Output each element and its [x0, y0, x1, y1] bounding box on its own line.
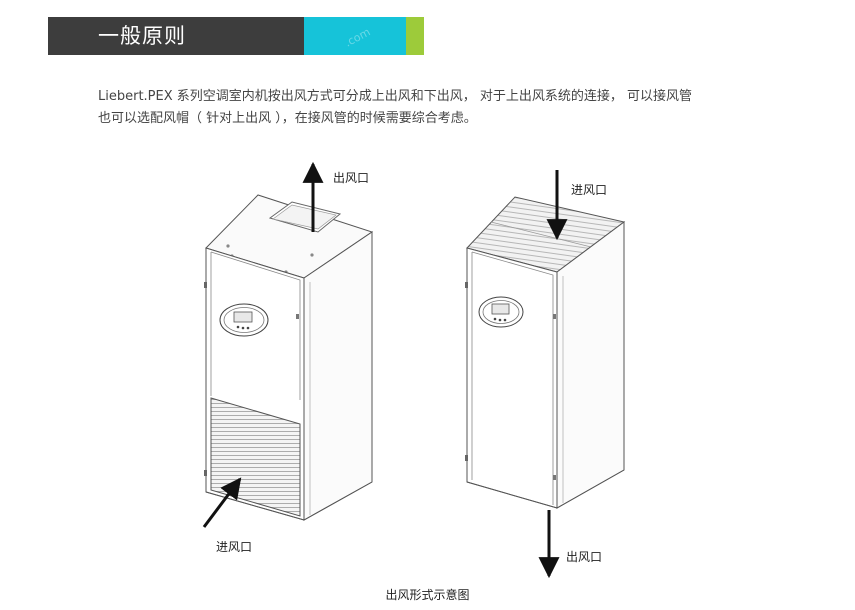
intro-line-2: 也可以选配风帽（ 针对上出风 ），在接风管的时候需要综合考虑。 [98, 111, 477, 126]
right-inlet-label: 进风口 [571, 183, 608, 197]
intro-paragraph: Liebert.PEX 系列空调室内机按出风方式可分成上出风和下出风， 对于上出… [98, 86, 798, 130]
right-cabinet [465, 196, 626, 509]
figure-caption: 出风形式示意图 [385, 588, 470, 602]
left-inlet-arrow [202, 477, 242, 528]
left-inlet-label: 进风口 [216, 540, 253, 554]
header-accent-green [406, 17, 424, 55]
intro-line-1: Liebert.PEX 系列空调室内机按出风方式可分成上出风和下出风， 对于上出… [98, 89, 693, 104]
right-outlet-label: 出风口 [566, 550, 603, 564]
header-accent-cyan: .com [304, 17, 406, 55]
section-title: 一般原则 [98, 24, 186, 48]
left-cabinet [204, 194, 374, 521]
left-outlet-label: 出风口 [333, 171, 370, 185]
header-bar [48, 17, 304, 55]
